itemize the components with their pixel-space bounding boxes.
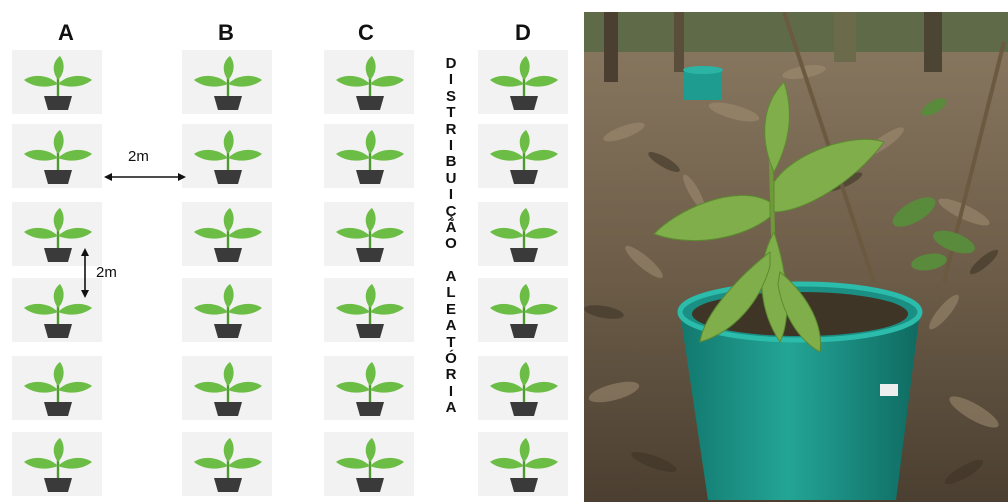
plant-pot-icon bbox=[182, 432, 272, 496]
vertical-letter: A bbox=[438, 269, 464, 285]
vertical-letter: U bbox=[438, 171, 464, 187]
column-label-a: A bbox=[36, 20, 96, 46]
vertical-letter: I bbox=[438, 72, 464, 88]
plant-pot-icon bbox=[182, 356, 272, 420]
column-label-d: D bbox=[493, 20, 553, 46]
plant-pot-icon bbox=[182, 278, 272, 342]
vertical-spacing-label: 2m bbox=[96, 264, 117, 281]
plant-pot-icon bbox=[478, 432, 568, 496]
vertical-letter: T bbox=[438, 105, 464, 121]
plant-pot-icon bbox=[324, 124, 414, 188]
plant-pot-icon bbox=[182, 124, 272, 188]
plant-pot-icon bbox=[12, 356, 102, 420]
vertical-letter: S bbox=[438, 89, 464, 105]
plant-pot-icon bbox=[324, 432, 414, 496]
plant-pot-icon bbox=[324, 356, 414, 420]
horizontal-spacing-label: 2m bbox=[128, 148, 149, 165]
vertical-letter: E bbox=[438, 302, 464, 318]
vertical-letter: T bbox=[438, 335, 464, 351]
plant-pot-icon bbox=[478, 124, 568, 188]
vertical-letter: L bbox=[438, 285, 464, 301]
plant-pot-icon bbox=[12, 432, 102, 496]
vertical-letter: R bbox=[438, 122, 464, 138]
vertical-letter: B bbox=[438, 154, 464, 170]
plant-pot-icon bbox=[12, 50, 102, 114]
vertical-letter: I bbox=[438, 384, 464, 400]
plant-pot-icon bbox=[12, 124, 102, 188]
vertical-letter: D bbox=[438, 56, 464, 72]
plant-pot-icon bbox=[182, 202, 272, 266]
vertical-letter: R bbox=[438, 367, 464, 383]
vertical-letter: O bbox=[438, 236, 464, 252]
column-label-c: C bbox=[336, 20, 396, 46]
plant-pot-icon bbox=[324, 50, 414, 114]
vertical-letter: Ã bbox=[438, 220, 464, 236]
vertical-letter: I bbox=[438, 138, 464, 154]
vertical-letter: I bbox=[438, 187, 464, 203]
plant-pot-icon bbox=[182, 50, 272, 114]
plant-pot-icon bbox=[478, 356, 568, 420]
plant-pot-icon bbox=[478, 202, 568, 266]
column-label-b: B bbox=[196, 20, 256, 46]
vertical-letter: Ç bbox=[438, 204, 464, 220]
vertical-letter bbox=[438, 253, 464, 269]
plant-pot-icon bbox=[478, 50, 568, 114]
horizontal-spacing-arrow bbox=[104, 168, 186, 186]
plant-pot-icon bbox=[324, 278, 414, 342]
vertical-letter: A bbox=[438, 318, 464, 334]
seedling-photo bbox=[584, 12, 1008, 502]
vertical-letter: A bbox=[438, 400, 464, 416]
vertical-letter: Ó bbox=[438, 351, 464, 367]
plant-pot-icon bbox=[478, 278, 568, 342]
plant-pot-icon bbox=[324, 202, 414, 266]
vertical-spacing-arrow bbox=[76, 248, 94, 298]
